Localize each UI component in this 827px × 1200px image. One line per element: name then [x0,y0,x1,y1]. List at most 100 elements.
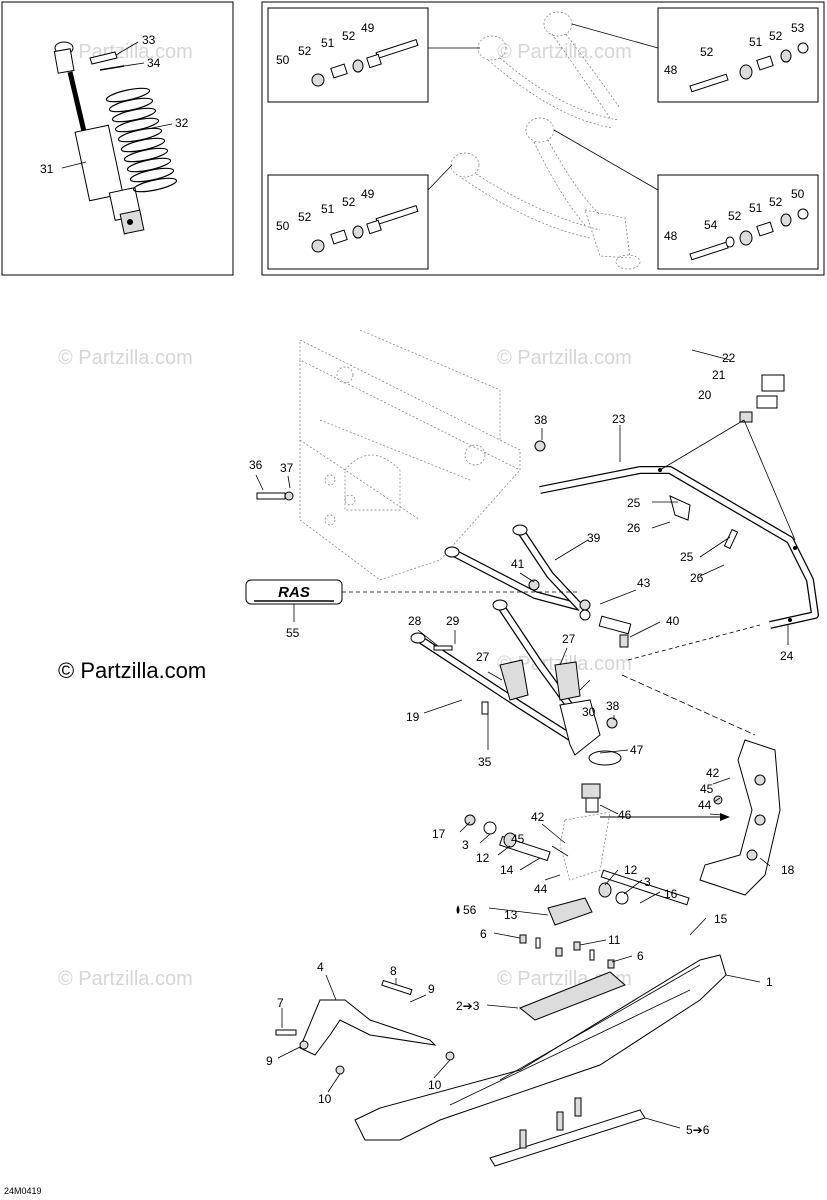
callout-label: 5➔6 [686,1123,710,1137]
callout-label: 34 [147,56,161,70]
callout-label: 27 [476,650,490,664]
grease-drop-icon [456,905,460,914]
bushing-inset-bottom-left [267,174,429,270]
callout-label: 52 [769,195,783,209]
callout-label: 52 [342,195,356,209]
ski-runner [489,1097,646,1167]
callout-label: 1 [766,975,773,989]
callout-label: 13 [504,908,518,922]
callout-label: 14 [500,863,514,877]
callout-label: 44 [534,882,548,896]
callout-label: 50 [276,53,290,67]
callout-label: 15 [714,912,728,926]
callout-label: 30 [582,705,596,719]
a-arm-bushing-detail-box [261,1,825,276]
callout-label: 52 [700,45,714,59]
callout-label: 55 [286,626,300,640]
lower-a-arm [410,599,622,766]
callout-label: 9 [266,1054,273,1068]
callout-label: 38 [534,413,548,427]
callout-label: 10 [428,1078,442,1092]
callout-label: 31 [40,162,54,176]
callout-label: 42 [531,810,545,824]
callout-label: 12 [476,851,490,865]
chassis-frame-sketch [299,329,521,581]
callout-label: 11 [608,933,621,947]
callout-label: 51 [749,201,763,215]
spindle-axle-hardware [464,814,690,906]
callout-label: 49 [361,187,375,201]
callout-label: 52 [298,210,312,224]
callout-label: 6 [637,949,644,963]
callout-label: 52 [298,44,312,58]
tie-rod-end [579,609,632,648]
callout-label: 17 [432,827,446,841]
callout-label: 51 [321,202,335,216]
ras-logo-decal: RAS [245,579,343,605]
upper-a-arm-sketch [477,11,621,129]
callout-label: 48 [664,63,678,77]
callout-label: 26 [627,521,641,535]
callout-label: 12 [624,863,638,877]
watermark-text: © Partzilla.com [58,968,193,990]
bushing-inset-bottom-right [657,174,819,270]
callout-label: 51 [321,36,335,50]
callout-label: 45 [700,782,714,796]
bushing-inset-top-left [267,7,429,103]
callout-label: 27 [562,632,576,646]
callout-label: 7 [277,996,284,1010]
leader-lines [255,349,796,1129]
ras-logo-text: RAS [278,584,310,601]
callout-label: 39 [587,531,601,545]
callout-label: 29 [446,614,460,628]
spindle [699,739,781,896]
shock-detail-box [1,1,234,276]
callout-label: 9 [428,982,435,996]
watermark-group: © Partzilla.com © Partzilla.com © Partzi… [58,41,632,990]
shock-absorber-illustration [53,41,178,235]
callout-label: 25 [680,550,694,564]
callout-label: 50 [276,219,290,233]
callout-label: 26 [690,571,704,585]
watermark-text: © Partzilla.com [58,41,193,63]
callout-label: 3 [644,875,651,889]
lower-a-arm-sketch [450,117,641,270]
callout-label: 37 [280,461,294,475]
spindle-sketch [559,811,611,881]
callout-label: 10 [318,1092,332,1106]
callout-label: 49 [361,21,375,35]
callout-label: 40 [666,614,680,628]
callout-label: 2➔3 [456,999,480,1013]
callout-label: 41 [511,557,525,571]
ski [354,954,727,1141]
a-arm-bracket [499,659,581,701]
watermark-text-large: © Partzilla.com [58,658,206,683]
callout-label: 16 [664,887,678,901]
callout-label: 8 [390,964,397,978]
callout-label: 25 [627,496,641,510]
callout-label: 3 [462,838,469,852]
ski-stopper [547,897,593,926]
watermark-text: © Partzilla.com [497,347,632,369]
callout-label: 54 [704,218,718,232]
callout-label: 45 [511,832,525,846]
bushing-hardware-rows [311,39,809,261]
callout-label: 19 [406,710,420,724]
diagram-code: 24M0419 [4,1186,42,1196]
callout-label: 44 [698,798,712,812]
callout-label: 42 [706,766,720,780]
inset-leader-lines [427,23,659,191]
callout-label: 22 [722,351,736,365]
upper-a-arm [444,524,591,611]
callout-label: 36 [249,458,263,472]
callout-label: 20 [698,388,712,402]
callout-label: 28 [408,614,422,628]
callout-label: 43 [637,576,651,590]
ski-fasteners [519,934,615,969]
callout-label: 24 [780,649,794,663]
callout-label: 38 [606,699,620,713]
callout-label: 46 [618,808,632,822]
callout-label: 18 [781,863,795,877]
callout-label: 6 [480,927,487,941]
